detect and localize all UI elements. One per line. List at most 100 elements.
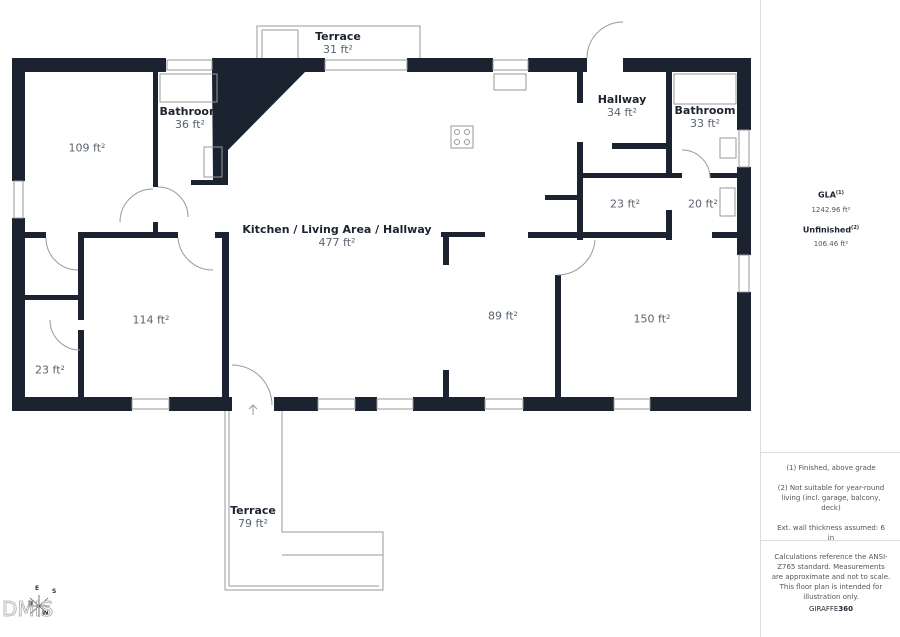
divider xyxy=(761,540,900,541)
sink xyxy=(719,187,736,217)
wall xyxy=(12,397,132,411)
watermark-logo: DMIS xyxy=(2,597,53,621)
door-swing xyxy=(45,237,79,271)
room-23-left: 23 ft² xyxy=(35,363,65,377)
room-114: 114 ft² xyxy=(132,313,170,327)
wall xyxy=(443,370,449,397)
wall xyxy=(577,72,583,103)
wall xyxy=(583,173,682,178)
wall xyxy=(737,167,751,255)
info-panel: GLA(1) 1242.96 ft² Unfinished(2) 106.46 … xyxy=(760,0,900,637)
wall xyxy=(25,295,82,300)
unfinished-value: 106.46 ft² xyxy=(813,240,849,249)
door-swing xyxy=(157,186,189,218)
wall xyxy=(12,218,25,411)
wall xyxy=(623,58,751,72)
wall xyxy=(222,234,229,397)
window xyxy=(376,398,414,410)
window xyxy=(166,59,213,71)
wall xyxy=(25,232,46,238)
wall xyxy=(413,397,485,411)
door-swing xyxy=(231,364,273,406)
divider xyxy=(761,452,900,453)
wall xyxy=(12,58,166,72)
wall xyxy=(443,232,449,265)
wall xyxy=(407,58,493,72)
window xyxy=(324,59,408,71)
wall xyxy=(153,72,158,187)
door-swing xyxy=(556,239,596,276)
wall xyxy=(712,232,737,238)
gla-section: GLA(1) 1242.96 ft² Unfinished(2) 106.46 … xyxy=(761,188,900,249)
terrace-bottom xyxy=(224,411,384,591)
wall xyxy=(710,173,737,178)
wall xyxy=(577,142,583,240)
wall xyxy=(78,232,178,238)
window xyxy=(13,180,24,219)
window xyxy=(738,254,750,293)
door-swing xyxy=(681,149,711,179)
window xyxy=(613,398,651,410)
compass-e: E xyxy=(35,585,39,592)
wall xyxy=(737,292,751,411)
wall xyxy=(169,397,232,411)
toilet-icon xyxy=(719,137,737,159)
wall xyxy=(355,397,377,411)
compass-n: N xyxy=(28,600,33,607)
bathtub xyxy=(673,73,737,105)
wall xyxy=(191,72,305,185)
wall xyxy=(441,232,485,237)
wall xyxy=(612,143,668,149)
compass-w: W xyxy=(42,610,49,617)
compass-icon xyxy=(28,595,50,617)
gla-label: GLA xyxy=(818,190,836,200)
window xyxy=(317,398,356,410)
wall xyxy=(528,232,672,238)
sink xyxy=(203,146,223,178)
door-swing xyxy=(49,319,81,351)
wall xyxy=(12,58,25,181)
wall xyxy=(545,195,583,200)
window xyxy=(492,59,529,71)
wall xyxy=(666,72,672,178)
brand-logo: GIRAFFE360 xyxy=(809,605,853,613)
wall xyxy=(274,397,318,411)
notes: (1) Finished, above grade (2) Not suitab… xyxy=(777,464,885,542)
wall xyxy=(528,58,587,72)
floor-plan: E S N W DMIS xyxy=(2,21,751,621)
window xyxy=(484,398,524,410)
door-swing xyxy=(586,21,624,59)
wall xyxy=(737,58,751,130)
disclaimer: Calculations reference the ANSI-Z765 sta… xyxy=(771,553,891,601)
wall xyxy=(650,397,751,411)
door-swing xyxy=(177,237,214,271)
gla-value: 1242.96 ft² xyxy=(811,205,851,214)
room-109: 109 ft² xyxy=(68,141,106,155)
window xyxy=(131,398,170,410)
wall xyxy=(78,330,84,397)
door-swing xyxy=(119,188,154,223)
wall xyxy=(666,210,672,240)
window xyxy=(738,129,750,168)
sink xyxy=(493,73,527,91)
wall xyxy=(523,397,614,411)
wall xyxy=(212,58,325,72)
wall xyxy=(555,275,561,397)
entry-arrow-icon xyxy=(248,404,258,415)
wall xyxy=(153,222,158,234)
unfinished-label: Unfinished xyxy=(802,225,852,235)
bathtub xyxy=(159,73,218,103)
fixtures xyxy=(13,21,750,591)
room-23-right: 23 ft² xyxy=(610,197,640,211)
room-150: 150 ft² xyxy=(633,312,671,326)
compass-s: S xyxy=(52,588,56,595)
room-20: 20 ft² xyxy=(688,197,718,211)
room-89: 89 ft² xyxy=(488,309,518,323)
